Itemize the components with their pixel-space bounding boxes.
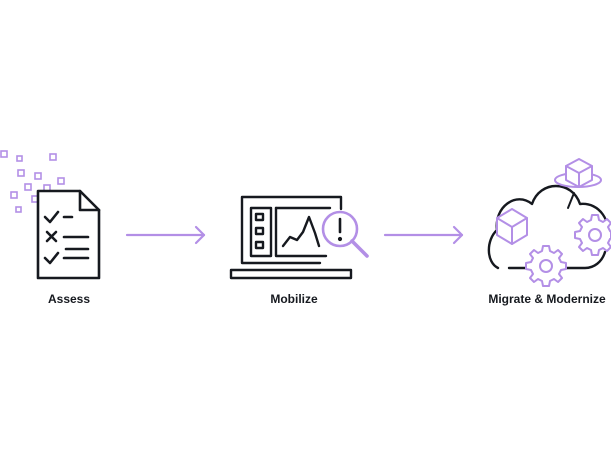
cube-connector-line [567,192,575,209]
gear-icon [574,214,611,256]
arrow-right-icon [125,225,206,245]
arrow-right-icon [383,225,464,245]
orbit-cube-icon [554,158,602,188]
magnifier-alert-icon [321,210,369,258]
cube-icon [496,208,528,245]
checklist-document-icon [36,189,101,280]
step-label-migrate-modernize: Migrate & Modernize [488,292,606,306]
step-label-assess: Assess [47,292,91,306]
pixel-squares-decoration [0,150,65,213]
laptop-magnifier-alert-icon [229,195,353,280]
gear-icon [525,245,567,287]
step-label-mobilize: Mobilize [270,292,318,306]
